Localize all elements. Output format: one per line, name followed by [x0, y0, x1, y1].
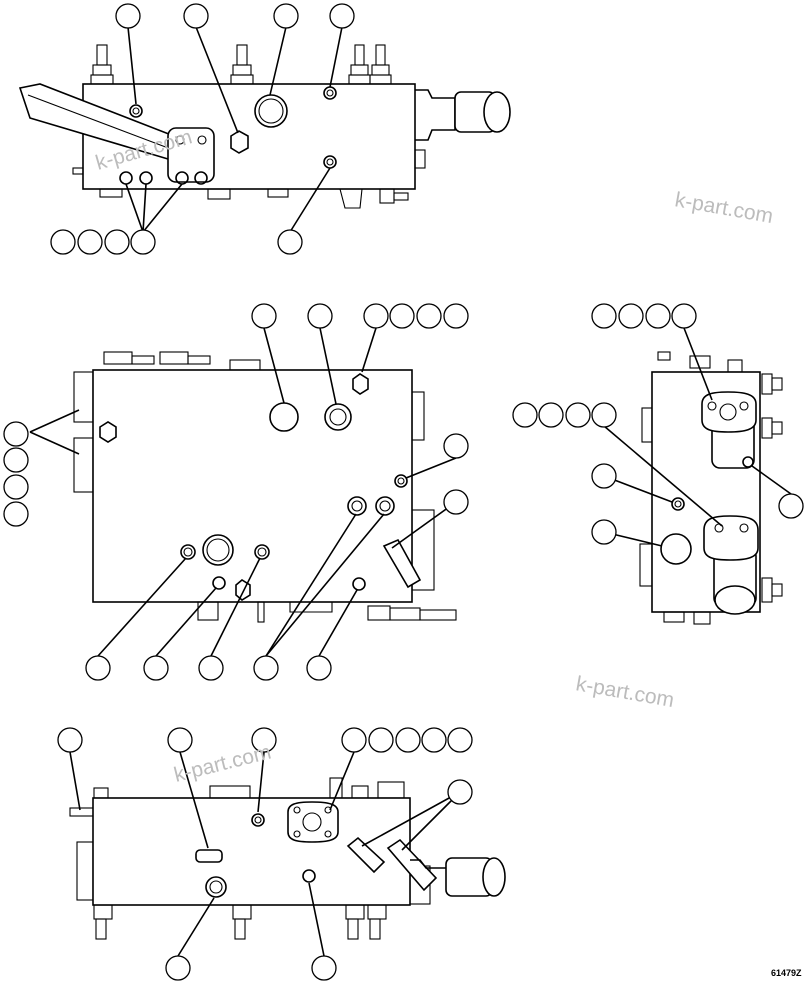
callout-balloon: [3, 501, 29, 527]
callout-balloon: [363, 303, 389, 329]
callout-balloon: [3, 447, 29, 473]
callout-balloon: [306, 655, 332, 681]
callout-balloon: [591, 402, 617, 428]
callout-balloon: [447, 727, 473, 753]
watermark-text: k-part.com: [574, 672, 676, 712]
callout-balloon: [251, 727, 277, 753]
top-view: [18, 3, 511, 255]
callout-balloon: [591, 463, 617, 489]
callout-balloon: [253, 655, 279, 681]
callout-balloon: [443, 303, 469, 329]
callout-balloon: [311, 955, 337, 981]
callout-balloon: [447, 779, 473, 805]
callout-balloon: [57, 727, 83, 753]
callout-balloon: [277, 229, 303, 255]
callout-balloon: [443, 433, 469, 459]
callout-balloon: [143, 655, 169, 681]
callout-balloon: [591, 519, 617, 545]
callout-balloon: [198, 655, 224, 681]
callout-balloon: [443, 489, 469, 515]
watermark-text: k-part.com: [673, 188, 775, 228]
callout-balloon: [77, 229, 103, 255]
callout-balloon: [183, 3, 209, 29]
callout-balloon: [368, 727, 394, 753]
callout-balloon: [115, 3, 141, 29]
callout-balloon: [251, 303, 277, 329]
callout-balloon: [341, 727, 367, 753]
callout-balloon: [273, 3, 299, 29]
callout-balloon: [329, 3, 355, 29]
callout-balloon: [395, 727, 421, 753]
front-view: [3, 303, 469, 681]
callout-balloon: [104, 229, 130, 255]
callout-balloon: [50, 229, 76, 255]
callout-balloon: [3, 474, 29, 500]
callout-balloon: [591, 303, 617, 329]
callout-balloon: [565, 402, 591, 428]
callout-balloon: [512, 402, 538, 428]
callout-balloon: [421, 727, 447, 753]
callout-balloon: [671, 303, 697, 329]
bottom-view: [57, 727, 506, 981]
callout-balloon: [538, 402, 564, 428]
callout-balloon: [307, 303, 333, 329]
callout-balloon: [389, 303, 415, 329]
callout-balloon: [778, 493, 804, 519]
side-view: [512, 303, 804, 625]
callout-balloon: [85, 655, 111, 681]
callout-balloon: [3, 421, 29, 447]
callout-balloon: [130, 229, 156, 255]
callout-balloon: [416, 303, 442, 329]
callout-balloon: [165, 955, 191, 981]
callout-balloon: [618, 303, 644, 329]
front-valve-body: [92, 369, 413, 603]
callout-balloon: [167, 727, 193, 753]
callout-balloon: [645, 303, 671, 329]
figure-code: 61479Z: [771, 968, 802, 978]
